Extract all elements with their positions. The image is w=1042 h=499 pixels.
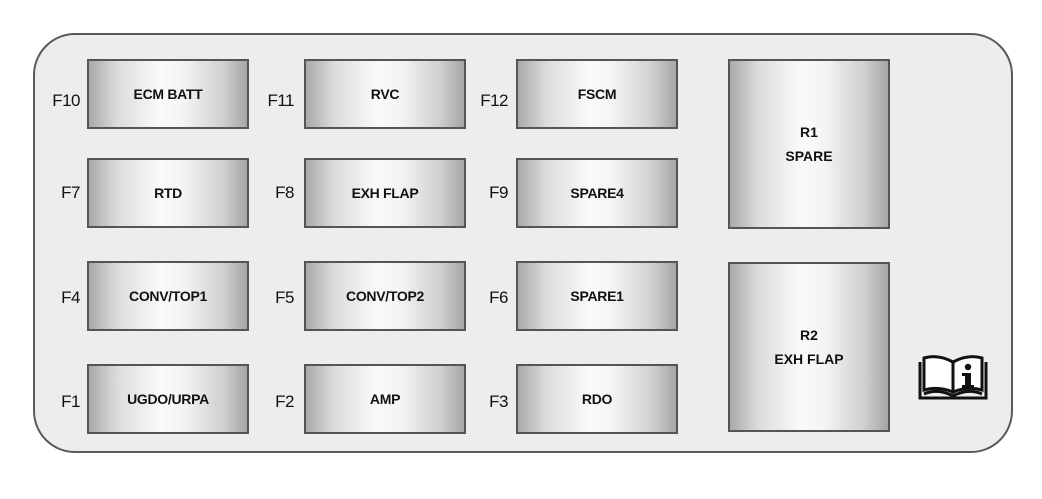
relay-r1-label: SPARE <box>785 148 833 164</box>
relay-r2-id: R2 <box>800 327 818 343</box>
fuse-f5[interactable]: CONV/TOP2 <box>304 261 466 331</box>
fuse-f12[interactable]: FSCM <box>516 59 678 129</box>
fuse-f2[interactable]: AMP <box>304 364 466 434</box>
fuse-id-f9: F9 <box>489 183 508 202</box>
fuse-f11[interactable]: RVC <box>304 59 466 129</box>
fuse-f7[interactable]: RTD <box>87 158 249 228</box>
relay-r2-label: EXH FLAP <box>774 351 844 367</box>
fuse-f9[interactable]: SPARE4 <box>516 158 678 228</box>
fuse-f1[interactable]: UGDO/URPA <box>87 364 249 434</box>
relay-r1[interactable]: R1 SPARE <box>728 59 890 229</box>
fuse-id-f1: F1 <box>61 392 80 411</box>
fuse-id-f12: F12 <box>480 91 508 110</box>
fuse-id-f5: F5 <box>275 288 294 307</box>
fuse-id-f7: F7 <box>61 183 80 202</box>
fuse-id-f4: F4 <box>61 288 80 307</box>
fuse-f6[interactable]: SPARE1 <box>516 261 678 331</box>
fuse-id-f11: F11 <box>267 91 294 110</box>
fuse-id-f10: F10 <box>52 91 80 110</box>
relay-r1-id: R1 <box>800 124 818 140</box>
fuse-f4[interactable]: CONV/TOP1 <box>87 261 249 331</box>
fuse-id-f6: F6 <box>489 288 508 307</box>
fuse-f8[interactable]: EXH FLAP <box>304 158 466 228</box>
fuse-f3[interactable]: RDO <box>516 364 678 434</box>
fuse-id-f8: F8 <box>275 183 294 202</box>
fuse-f10[interactable]: ECM BATT <box>87 59 249 129</box>
owner-manual-info-icon <box>918 355 988 400</box>
fuse-id-f3: F3 <box>489 392 508 411</box>
relay-r2[interactable]: R2 EXH FLAP <box>728 262 890 432</box>
fuse-id-f2: F2 <box>275 392 294 411</box>
